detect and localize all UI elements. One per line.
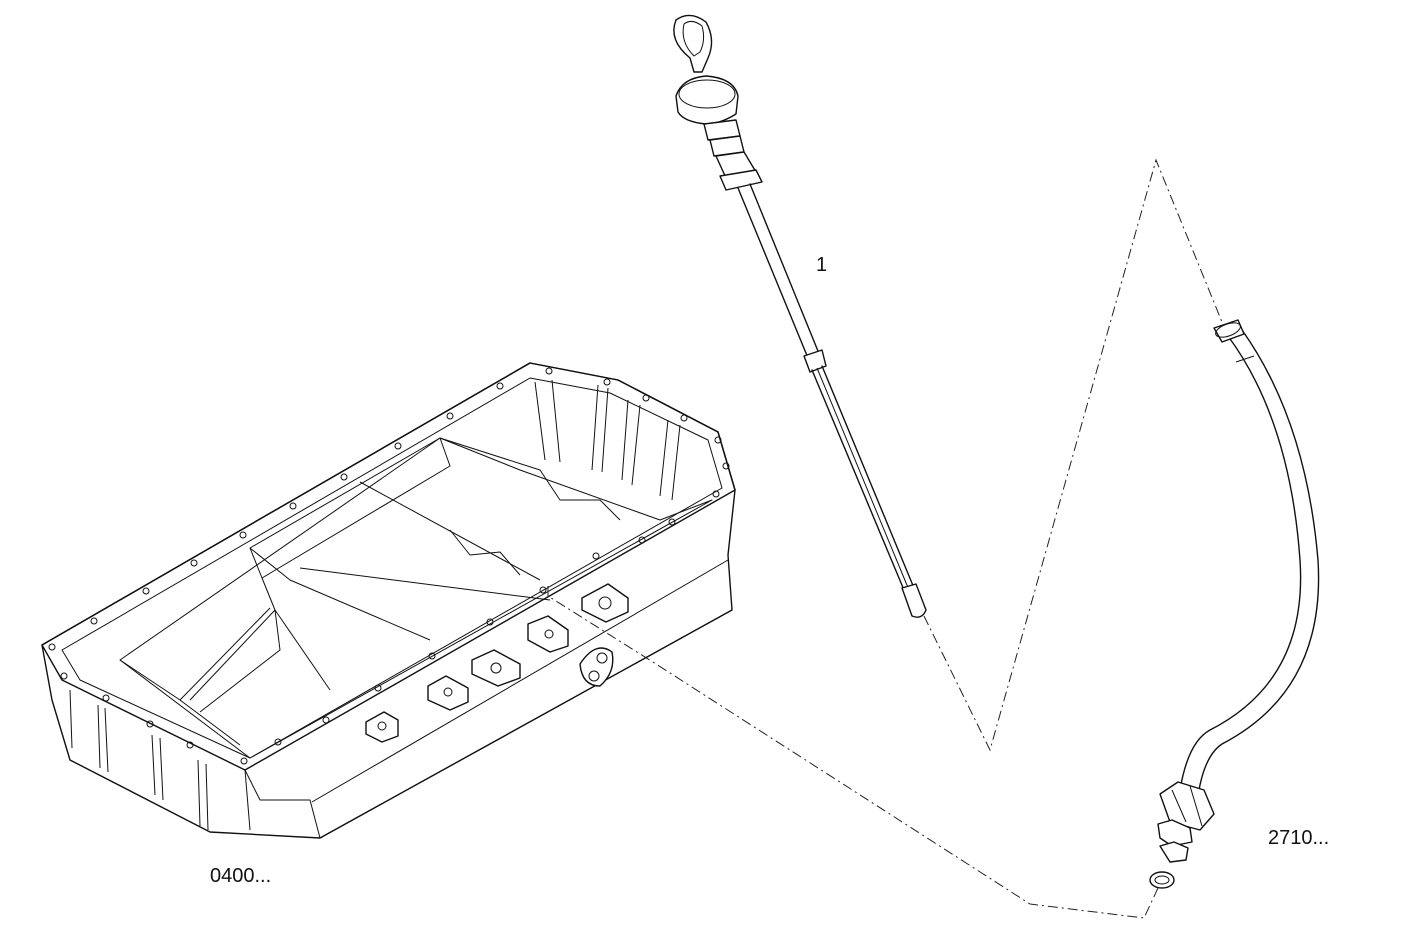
callout-guide-tube: 2710... bbox=[1268, 827, 1330, 849]
seal-ring bbox=[1149, 871, 1175, 889]
oil-pan-body bbox=[41, 362, 736, 839]
callout-oil-pan: 0400... bbox=[210, 865, 272, 887]
callout-dipstick: 1 bbox=[816, 254, 828, 276]
dipstick-rod bbox=[737, 187, 809, 359]
mounting-bosses bbox=[365, 583, 629, 743]
dipstick-tip bbox=[901, 583, 927, 618]
dipstick-assembly-line bbox=[923, 158, 1223, 752]
oil-pan bbox=[41, 362, 736, 839]
dipstick-cap bbox=[675, 75, 739, 125]
tube-assembly-line bbox=[547, 586, 1159, 919]
oil-pan-flange bbox=[41, 362, 736, 771]
guide-tube bbox=[1149, 319, 1320, 889]
dipstick bbox=[673, 14, 927, 618]
guide-tube-body bbox=[1179, 335, 1302, 791]
dipstick-handle bbox=[673, 14, 713, 73]
assembly-lines bbox=[547, 158, 1223, 919]
flange-bolt-holes bbox=[48, 367, 730, 765]
